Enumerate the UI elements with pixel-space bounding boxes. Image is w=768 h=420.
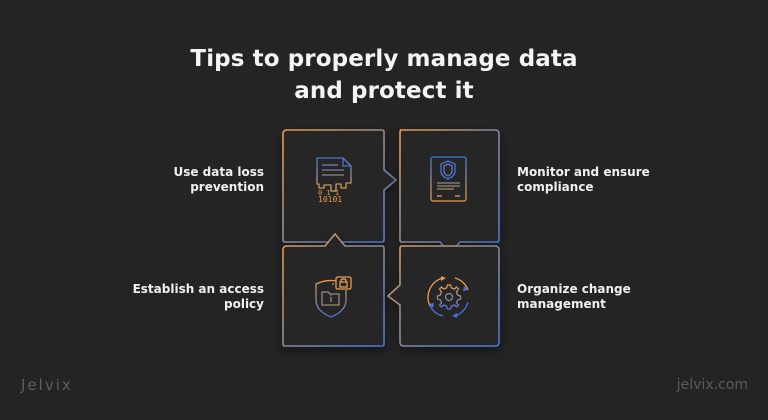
tip-box-bottom-right [386,245,500,347]
jelvix-logo: Jelvix [21,376,73,394]
tip-label-change: Organize change management [517,282,631,311]
tip-box-top-right [399,129,500,255]
shield-document-icon [430,156,467,202]
document-binary-leak-icon: 0 1 1 10101 [316,157,352,204]
tip-label-compliance: Monitor and ensure compliance [517,165,650,194]
title-line-2: and protect it [294,78,474,104]
svg-text:10101: 10101 [318,195,342,204]
svg-text:0 1 1: 0 1 1 [318,189,339,197]
tip-label-access: Establish an access policy [132,282,264,311]
page-title: Tips to properly manage data and protect… [0,43,768,107]
tip-label-dlp: Use data loss prevention [173,165,264,194]
gear-cycle-icon [427,276,469,318]
jelvix-url: jelvix.com [676,377,748,393]
shield-folder-lock-icon [315,276,352,318]
tip-box-bottom-left [282,232,385,347]
tip-box-top-left [282,129,398,243]
title-line-1: Tips to properly manage data [190,46,578,72]
